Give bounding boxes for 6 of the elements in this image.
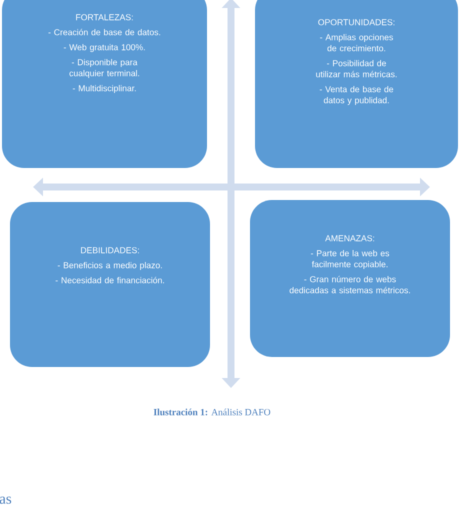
swot-box: FORTALEZAS: - Creación de base de datos. - Web gratuita 100%. - Disponible para cualquier terminal. - Multidisciplinar. <box>2 0 207 168</box>
swot-box: OPORTUNIDADES: - Amplias opciones de crecimiento. - Posibilidad de utilizar más métricas. - Venta de base de datos y publidad. <box>255 0 458 168</box>
swot-box: AMENAZAS: - Parte de la web es facilmente copiable. - Gran número de webs dedicadas a sistemas métricos. <box>250 200 450 357</box>
figure-caption: Ilustración 1: Análisis DAFO <box>154 408 270 416</box>
swot-box: DEBILIDADES: - Beneficios a medio plazo. - Necesidad de financiación. <box>10 202 210 367</box>
heading-fragment: as <box>0 496 12 504</box>
